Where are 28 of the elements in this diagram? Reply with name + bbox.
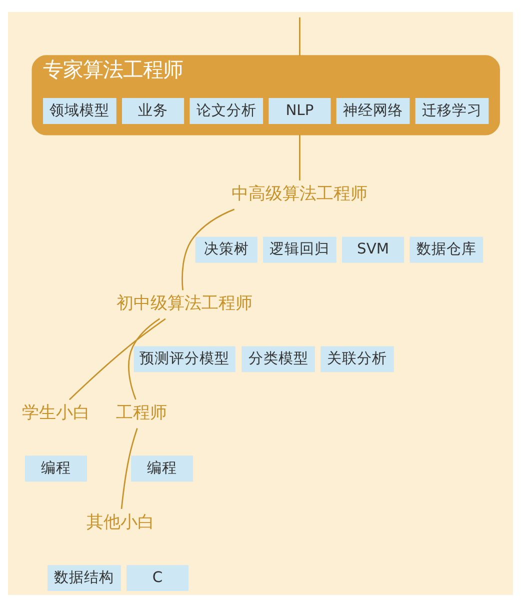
- node-text: 初中级算法工程师: [116, 292, 253, 312]
- node-box: 神经网络: [336, 98, 410, 124]
- node-box: 决策树: [195, 236, 258, 262]
- node-box: 关联分析: [320, 346, 394, 372]
- connector: [299, 16, 300, 56]
- node-box: 编程: [131, 455, 194, 482]
- node-box: NLP: [268, 98, 331, 124]
- node-text: 工程师: [116, 401, 168, 422]
- connector: [120, 428, 138, 509]
- node-text: 中高级算法工程师: [232, 182, 368, 202]
- node-box: 迁移学习: [415, 98, 489, 124]
- node-box: 逻辑回归: [263, 236, 336, 262]
- connector: [182, 208, 235, 290]
- node-box: 分类模型: [242, 346, 315, 372]
- node-box: 领域模型: [43, 98, 116, 124]
- node-box: 数据仓库: [410, 236, 484, 262]
- node-text: 学生小白: [22, 401, 90, 422]
- node-box: 预测评分模型: [134, 346, 236, 372]
- node-box: SVM: [342, 236, 404, 262]
- node-box: C: [126, 564, 189, 591]
- connector: [299, 134, 300, 180]
- node-box: 数据结构: [48, 564, 121, 591]
- node-text: 其他小白: [86, 510, 154, 531]
- connector: [68, 318, 166, 400]
- node-box: 论文分析: [190, 98, 264, 124]
- node-box: 编程: [24, 455, 88, 482]
- node-box: 业务: [122, 98, 184, 124]
- connector: [128, 318, 160, 400]
